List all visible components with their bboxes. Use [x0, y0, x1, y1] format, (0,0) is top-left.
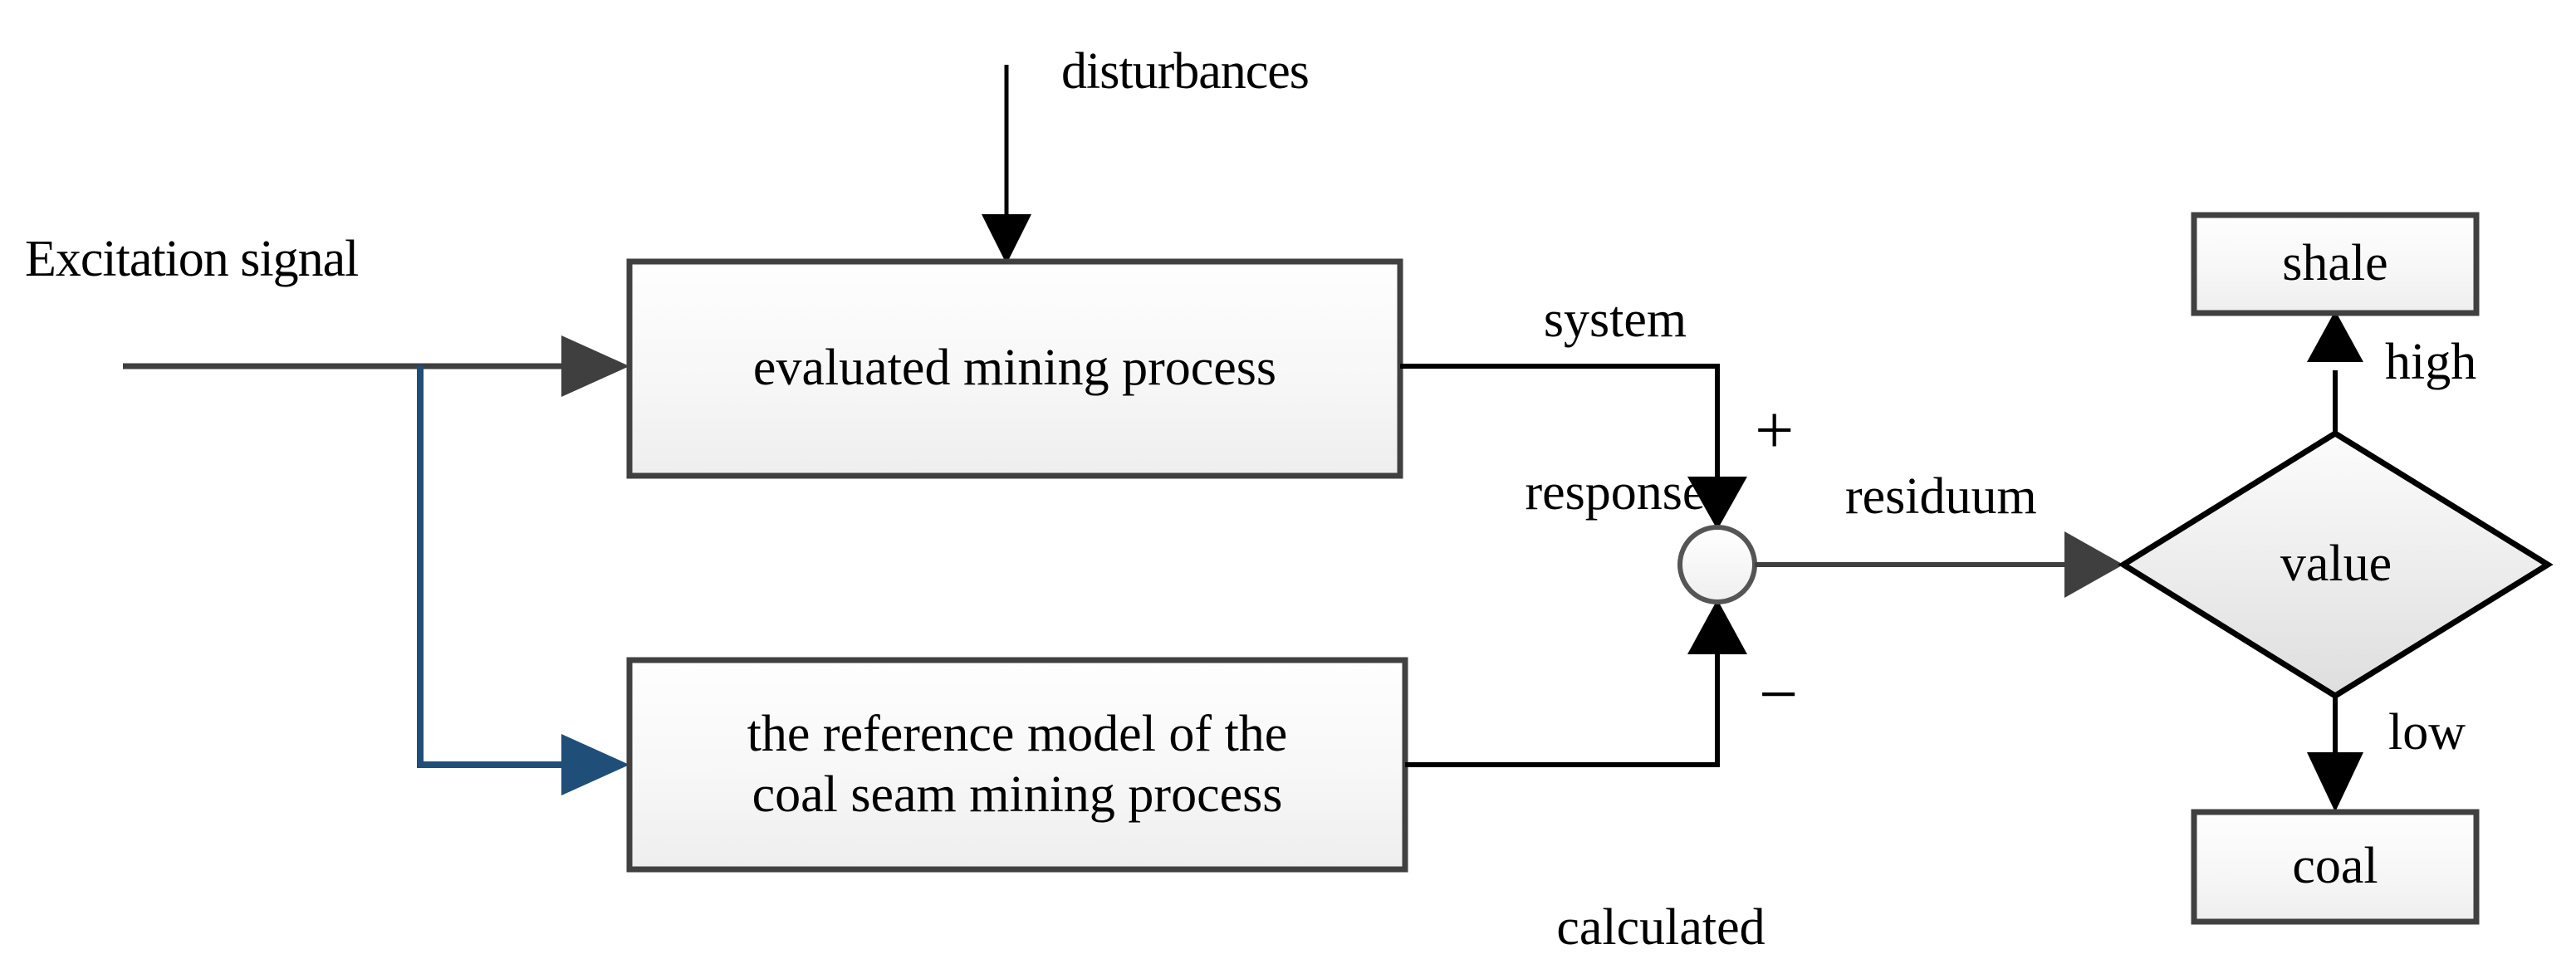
label-high: high	[2385, 334, 2477, 390]
label-system-response-line1: system	[1543, 291, 1687, 348]
label-disturbances: disturbances	[1061, 43, 1310, 100]
node-coal-outcome	[2191, 809, 2480, 925]
node-reference-model	[626, 657, 1408, 873]
label-residuum: residuum	[1845, 468, 2037, 525]
label-calculated-response: calculated response	[1532, 784, 1790, 964]
edge-value-to-coal	[2307, 696, 2363, 812]
node-shale-outcome	[2191, 212, 2480, 316]
label-low: low	[2388, 704, 2466, 761]
label-minus-sign: −	[1759, 656, 1799, 733]
edge-process-to-sum	[1400, 364, 1747, 530]
label-system-response: system response	[1495, 176, 1736, 638]
node-value-decision	[2118, 429, 2554, 700]
edge-excitation-to-reference	[417, 366, 629, 795]
edge-excitation-to-process	[123, 335, 629, 397]
node-evaluated-mining-process	[626, 258, 1403, 479]
label-system-response-line2: response	[1525, 464, 1706, 521]
edge-disturbances-to-process	[982, 65, 1031, 264]
label-excitation-signal: Excitation signal	[25, 231, 359, 287]
label-plus-sign: +	[1755, 392, 1795, 469]
edge-reference-to-sum	[1405, 599, 1747, 767]
edge-value-to-shale	[2307, 311, 2363, 433]
label-calculated-response-line1: calculated	[1556, 898, 1765, 956]
edge-sum-to-value	[1755, 531, 2123, 598]
